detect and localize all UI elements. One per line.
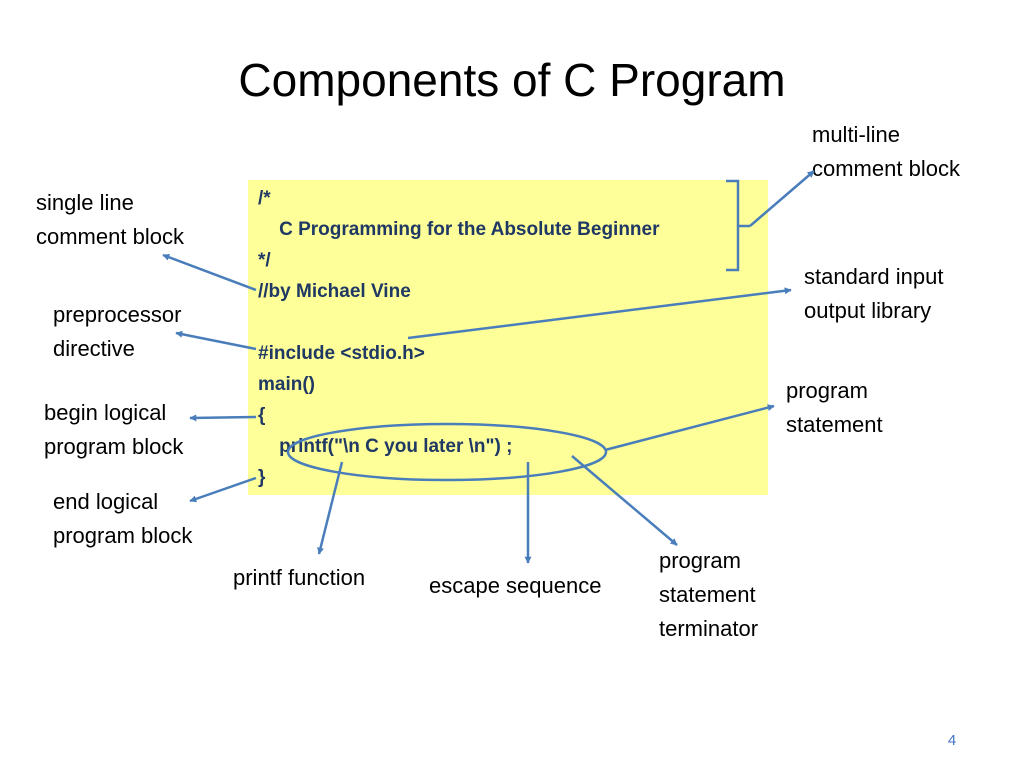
arrow-begin-block [189,414,257,422]
code-line-close-brace: } [258,467,266,488]
arrow-preprocessor-directive [175,330,257,351]
slide-title: Components of C Program [238,54,786,106]
code-line-comment-open: /* [258,188,271,209]
code-line-main: main() [258,374,315,395]
arrow-statement-terminator [571,455,678,546]
printf-statement-ellipse [286,422,608,482]
code-line-open-brace: { [258,405,266,426]
label-single-line-comment: single line comment block [36,190,184,249]
label-program-statement: program statement [786,378,883,437]
code-line-comment-close: */ [258,250,271,271]
label-printf-function: printf function [233,565,366,590]
label-escape-sequence: escape sequence [429,573,602,598]
label-statement-terminator: program statement terminator [659,548,759,641]
code-line-include: #include <stdio.h> [258,343,425,364]
label-end-block: end logical program block [53,489,193,548]
label-preprocessor-directive: preprocessor directive [53,302,182,361]
arrow-end-block [189,476,257,503]
arrow-std-io-library [407,287,792,340]
arrow-printf-function [317,461,344,555]
arrow-single-line-comment [162,253,257,292]
arrow-multi-line-comment [749,170,815,227]
multi-line-comment-bracket [726,179,740,272]
label-begin-block: begin logical program block [44,400,184,459]
code-box [248,180,768,495]
label-multi-line-comment: multi-line comment block [812,122,960,181]
code-line-comment-text: C Programming for the Absolute Beginner [258,219,660,240]
code-line-author: //by Michael Vine [258,281,411,302]
page-number: 4 [947,732,957,749]
arrow-program-statement [604,404,775,452]
label-std-io-library: standard input output library [804,264,944,323]
